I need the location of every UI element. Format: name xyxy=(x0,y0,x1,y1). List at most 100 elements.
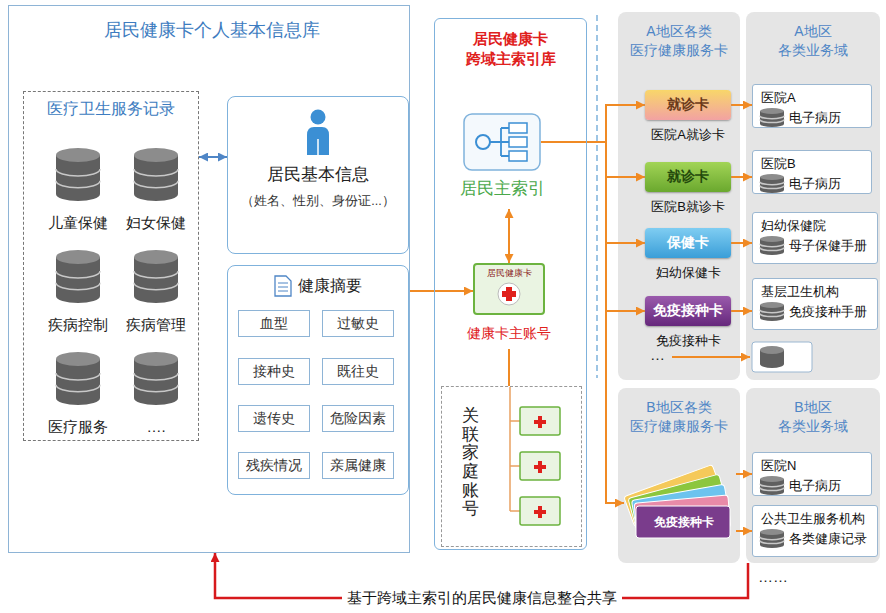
path xyxy=(760,248,784,251)
circle xyxy=(311,110,326,125)
node-text: 母子保健手册 xyxy=(789,237,867,255)
node-text: 医疗服务 xyxy=(40,418,116,437)
biz-row: 免疫接种手册 xyxy=(753,302,877,322)
node-text: 保健卡 xyxy=(667,234,709,252)
business-box: 妇幼保健院母子保健手册 xyxy=(752,212,878,264)
node-text: 电子病历 xyxy=(789,477,841,495)
database-symbol xyxy=(759,476,785,496)
database-top xyxy=(760,346,784,354)
field-box: 残疾情况 xyxy=(238,452,310,479)
business-box: 基层卫生机构免疫接种手册 xyxy=(752,278,878,330)
ellipse xyxy=(56,352,100,366)
database-symbol xyxy=(759,302,785,322)
node-text: 疾病管理 xyxy=(118,316,194,335)
node-text: 妇女保健 xyxy=(118,214,194,233)
path xyxy=(134,271,178,278)
node-text: 医院A就诊卡 xyxy=(640,126,736,144)
node-text: 医疗卫生服务记录 xyxy=(24,99,198,120)
node-text: 居民主索引 xyxy=(452,177,552,200)
path xyxy=(134,181,178,188)
node-text: B地区 各类业务域 xyxy=(761,398,865,436)
ellipse xyxy=(760,529,784,535)
anchor: 免疫接种卡 xyxy=(645,296,731,326)
path xyxy=(534,461,546,473)
node-text: 亲属健康 xyxy=(330,457,386,475)
path xyxy=(307,127,329,155)
rect xyxy=(509,151,527,161)
panel-ground xyxy=(746,388,880,563)
card-stack-symbol xyxy=(624,460,736,546)
anchor xyxy=(463,113,541,171)
database-symbol xyxy=(55,352,101,406)
rect xyxy=(520,497,560,525)
line xyxy=(278,291,288,292)
panel-backgrounds xyxy=(618,12,880,563)
path xyxy=(760,488,784,491)
node-text: 关联家庭账号 xyxy=(462,407,479,519)
biz-row: 电子病历 xyxy=(753,108,871,128)
database-symbol xyxy=(133,148,179,202)
path xyxy=(56,169,100,176)
database-symbol xyxy=(759,529,785,549)
connector xyxy=(541,105,645,142)
line xyxy=(509,387,511,511)
database-node: 儿童保健 xyxy=(40,148,116,232)
rect xyxy=(520,407,560,435)
rect xyxy=(474,264,544,314)
node-text: 危险因素 xyxy=(330,410,386,428)
node-text: 过敏史 xyxy=(337,315,379,333)
node-text: 电子病历 xyxy=(789,175,841,193)
path xyxy=(134,373,178,380)
field-box: 危险因素 xyxy=(322,405,394,432)
biz-row: 各类健康记录 xyxy=(753,529,877,549)
node-text: 妇幼保健院 xyxy=(753,213,877,235)
connector xyxy=(409,290,473,292)
rect xyxy=(464,114,540,170)
biz-row: 电子病历 xyxy=(753,174,871,194)
database-symbol xyxy=(759,236,785,256)
line xyxy=(510,510,520,512)
connector xyxy=(736,473,752,475)
database-symbol xyxy=(759,174,785,194)
panel-ground xyxy=(618,12,740,380)
index-panel: 居民健康卡 跨域主索引库居民主索引居民健康卡健康卡主账号关联家庭账号 xyxy=(434,18,587,550)
sum-head: 健康摘要 xyxy=(228,275,408,297)
ellipse xyxy=(760,302,784,308)
node-text: 免疫接种卡 xyxy=(653,302,723,320)
summary-box: 健康摘要血型过敏史接种史既往史遗传史危险因素残疾情况亲属健康 xyxy=(227,265,409,495)
node-text: 免疫接种手册 xyxy=(789,303,867,321)
connector xyxy=(508,349,510,386)
business-box: 医院N 电子病历 xyxy=(752,452,872,496)
database-symbol xyxy=(55,148,101,202)
path xyxy=(760,314,784,317)
database-node: 医疗服务 xyxy=(40,352,116,436)
anchor: 居民健康卡 xyxy=(473,263,545,315)
line xyxy=(317,139,319,155)
ellipse xyxy=(134,250,178,264)
connector xyxy=(541,142,645,311)
circle xyxy=(498,283,520,305)
node-text: 医院N xyxy=(753,453,871,475)
node-text: 就诊卡 xyxy=(667,96,709,114)
business-box: 公共卫生服务机构各类健康记录 xyxy=(752,505,878,557)
node-text: 基层卫生机构 xyxy=(753,279,877,301)
rect xyxy=(636,506,730,538)
info-panel: 居民健康卡个人基本信息库医疗卫生服务记录儿童保健妇女保健疾病控制疾病管理医疗服务… xyxy=(8,5,410,553)
connector xyxy=(731,310,752,312)
path xyxy=(760,116,784,119)
field-box: 过敏史 xyxy=(322,310,394,337)
connector xyxy=(736,530,752,532)
ellipse xyxy=(760,174,784,180)
health-card: 居民健康卡健康卡主账号 xyxy=(459,263,559,349)
connector xyxy=(731,242,752,244)
path xyxy=(760,310,784,313)
family-group: 关联家庭账号 xyxy=(441,386,582,547)
node-text: 就诊卡 xyxy=(667,168,709,186)
node-text: 免疫接种卡 xyxy=(644,514,724,531)
node-text: 居民健康卡 跨域主索引库 xyxy=(461,29,561,70)
path xyxy=(56,271,100,278)
line xyxy=(278,287,288,288)
path xyxy=(534,416,546,428)
node-text: （姓名、性别、身份证...） xyxy=(228,193,408,210)
ellipse xyxy=(56,148,100,162)
